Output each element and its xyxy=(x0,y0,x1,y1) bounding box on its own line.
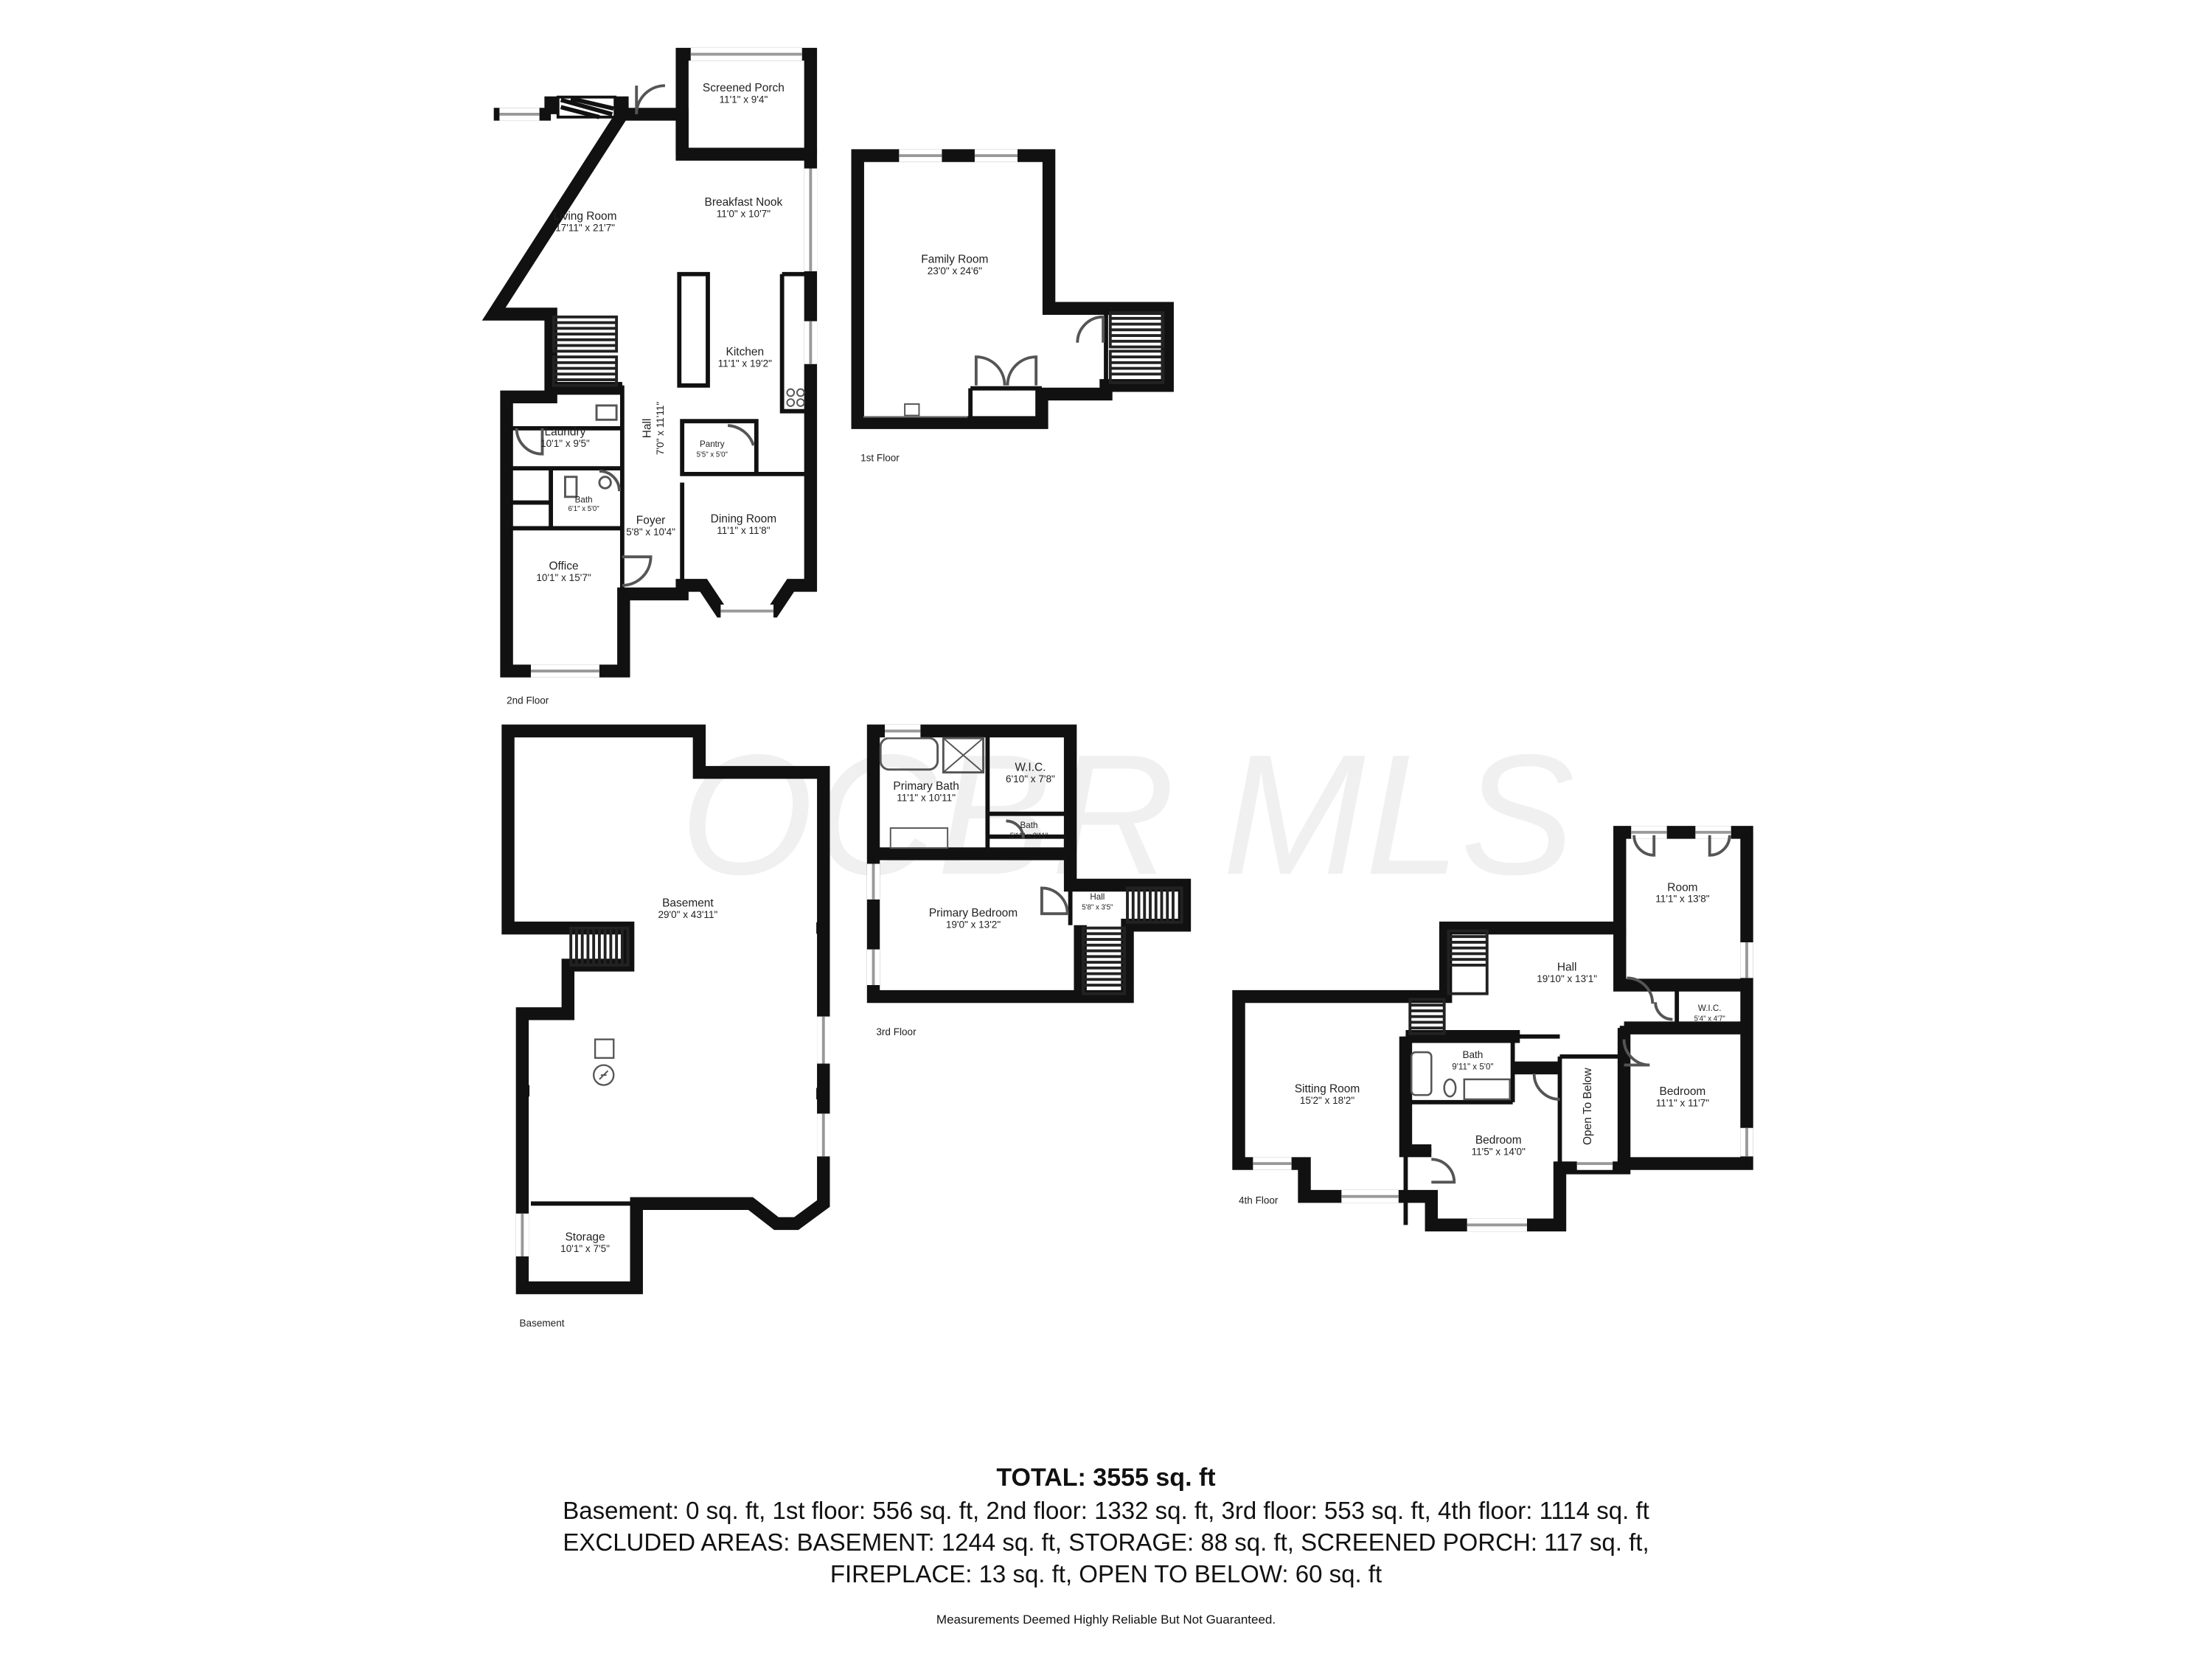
room-dim-bath-3rd: 5'11" x 2'11" xyxy=(1010,832,1048,841)
floor-label-3rd: 3rd Floor xyxy=(876,1026,917,1037)
room-name-room-4th: Room xyxy=(1667,881,1697,894)
room-name-sitting-room: Sitting Room xyxy=(1295,1082,1360,1095)
room-dim-primary-bath: 11'1" x 10'11" xyxy=(897,792,956,803)
room-name-screened-porch: Screened Porch xyxy=(703,82,785,94)
floor-plan-4th-floor: Room 11'1" x 13'8" Hall 19'10" x 13'1" W… xyxy=(1232,826,1753,1232)
room-name-pantry: Pantry xyxy=(700,439,725,449)
room-name-hall-2nd: Hall xyxy=(641,419,654,439)
room-name-foyer: Foyer xyxy=(636,515,666,527)
room-name-hall-4th: Hall xyxy=(1557,961,1577,974)
room-name-dining-room: Dining Room xyxy=(711,513,776,526)
room-dim-living-room: 17'11" x 21'7" xyxy=(555,223,615,234)
room-dim-hall-2nd: 7'0" x 11'11" xyxy=(655,402,666,455)
excluded-areas-line-2: FIREPLACE: 13 sq. ft, OPEN TO BELOW: 60 … xyxy=(830,1560,1382,1587)
room-name-office: Office xyxy=(549,560,578,573)
excluded-areas-line: EXCLUDED AREAS: BASEMENT: 1244 sq. ft, S… xyxy=(563,1528,1649,1556)
room-dim-kitchen: 11'1" x 19'2" xyxy=(718,358,772,369)
floor-plan-3rd-floor: Primary Bath 11'1" x 10'11" W.I.C. 6'10"… xyxy=(866,724,1192,1037)
floor-label-basement: Basement xyxy=(520,1318,565,1329)
room-dim-bath-2nd: 6'1" x 5'0" xyxy=(568,505,600,513)
room-name-bath-2nd: Bath xyxy=(575,495,593,505)
room-dim-storage: 10'1" x 7'5" xyxy=(560,1243,610,1254)
room-dim-basement: 29'0" x 43'11" xyxy=(658,909,717,920)
room-dim-laundry: 10'1" x 9'5" xyxy=(540,438,590,449)
room-name-bath-4th: Bath xyxy=(1462,1049,1483,1060)
room-dim-wic-4th: 5'4" x 4'7" xyxy=(1694,1015,1726,1023)
floor-areas-line: Basement: 0 sq. ft, 1st floor: 556 sq. f… xyxy=(563,1497,1649,1524)
room-dim-room-4th: 11'1" x 13'8" xyxy=(1655,894,1709,905)
room-dim-primary-bedroom: 19'0" x 13'2" xyxy=(946,919,1001,931)
floor-label-1st: 1st Floor xyxy=(860,452,900,463)
room-name-kitchen: Kitchen xyxy=(726,346,765,358)
room-name-bedroom-4th-a: Bedroom xyxy=(1660,1085,1706,1098)
floor-plan-2nd-floor: Screened Porch 11'1" x 9'4" Living Room … xyxy=(481,47,818,706)
room-dim-breakfast-nook: 11'0" x 10'7" xyxy=(717,208,771,219)
room-dim-office: 10'1" x 15'7" xyxy=(536,572,591,583)
room-dim-dining-room: 11'1" x 11'8" xyxy=(717,525,770,536)
floor-plan-basement: Basement 29'0" x 43'11" Storage 10'1" x … xyxy=(501,724,830,1329)
room-dim-bedroom-4th-b: 11'5" x 14'0" xyxy=(1472,1146,1526,1157)
room-dim-foyer: 5'8" x 10'4" xyxy=(626,526,675,538)
room-dim-hall-4th: 19'10" x 13'1" xyxy=(1537,973,1597,984)
floor-plan-1st-floor: Family Room 23'0" x 24'6" 1st Floor xyxy=(851,149,1174,463)
room-dim-family-room: 23'0" x 24'6" xyxy=(928,265,982,276)
floor-label-2nd: 2nd Floor xyxy=(507,695,549,706)
open-to-below-label: Open To Below xyxy=(1582,1067,1594,1144)
room-dim-pantry: 5'5" x 5'0" xyxy=(697,451,728,459)
room-dim-wic-3rd: 6'10" x 7'8" xyxy=(1006,773,1055,785)
room-name-bedroom-4th-b: Bedroom xyxy=(1475,1134,1522,1147)
room-name-primary-bedroom: Primary Bedroom xyxy=(929,907,1018,919)
room-name-breakfast-nook: Breakfast Nook xyxy=(705,196,783,209)
room-name-bath-3rd: Bath xyxy=(1020,821,1038,830)
room-name-basement: Basement xyxy=(662,897,714,910)
room-name-family-room: Family Room xyxy=(921,253,988,265)
room-dim-hall-3rd: 5'8" x 3'5" xyxy=(1082,903,1113,911)
room-name-wic-3rd: W.I.C. xyxy=(1015,762,1046,774)
room-name-hall-3rd: Hall xyxy=(1090,892,1105,902)
room-name-wic-4th: W.I.C. xyxy=(1698,1004,1722,1013)
room-dim-screened-porch: 11'1" x 9'4" xyxy=(720,94,768,105)
total-area: TOTAL: 3555 sq. ft xyxy=(996,1464,1216,1492)
room-name-laundry: Laundry xyxy=(545,426,586,439)
room-name-storage: Storage xyxy=(565,1231,605,1244)
room-dim-bedroom-4th-a: 11'1" x 11'7" xyxy=(1656,1098,1709,1109)
disclaimer: Measurements Deemed Highly Reliable But … xyxy=(936,1613,1276,1627)
room-dim-bath-4th: 9'11" x 5'0" xyxy=(1452,1062,1493,1071)
floor-label-4th: 4th Floor xyxy=(1239,1194,1279,1206)
room-dim-sitting-room: 15'2" x 18'2" xyxy=(1300,1095,1354,1106)
room-name-primary-bath: Primary Bath xyxy=(893,780,959,793)
room-name-living-room: Living Room xyxy=(554,210,617,223)
